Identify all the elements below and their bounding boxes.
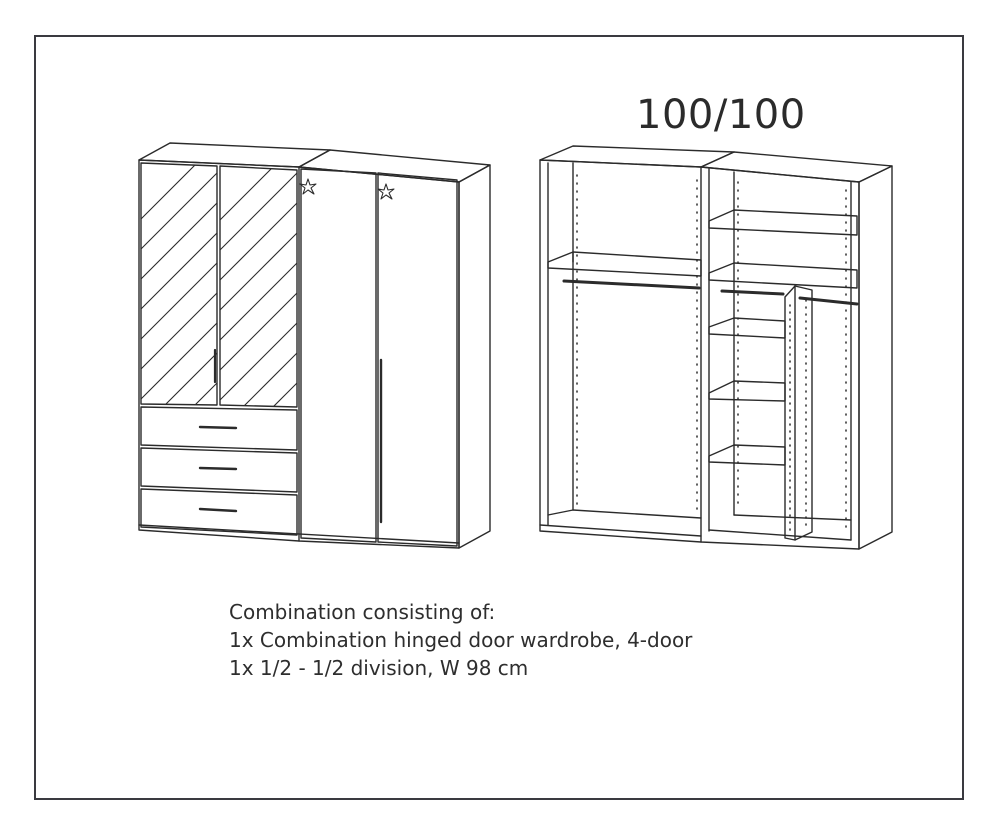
mirror-door-right xyxy=(219,165,298,408)
drawer-2 xyxy=(140,447,298,493)
figure-frame xyxy=(34,35,964,800)
open-shelf-2 xyxy=(708,262,858,289)
peg-holes xyxy=(576,174,847,531)
caption-line: Combination consisting of: xyxy=(229,600,496,624)
star-icon xyxy=(377,183,395,200)
configuration-label: 100/100 xyxy=(636,92,806,138)
caption-line: 1x 1/2 - 1/2 division, W 98 cm xyxy=(229,656,529,680)
caption-line: 1x Combination hinged door wardrobe, 4-d… xyxy=(229,628,693,652)
open-shelf-5 xyxy=(708,444,786,466)
open-wardrobe xyxy=(539,145,893,550)
open-shelf-4 xyxy=(708,380,786,402)
open-shelf-3 xyxy=(708,317,786,339)
hanging-rail-right-a xyxy=(720,289,785,296)
drawer-1 xyxy=(140,406,298,451)
open-left-shelf xyxy=(547,251,702,277)
mirror-door-left xyxy=(140,162,218,406)
drawer-3 xyxy=(140,488,298,536)
closed-wardrobe xyxy=(138,142,491,549)
open-outer-frame xyxy=(539,159,860,550)
caption: Combination consisting of: 1x Combinatio… xyxy=(229,598,692,682)
hanging-rail-right-b xyxy=(798,296,859,306)
closed-top-panel-right xyxy=(298,149,491,183)
hinged-door-left xyxy=(299,168,377,543)
closed-side-panel xyxy=(458,164,491,549)
star-icon xyxy=(299,178,317,195)
hinged-door-right xyxy=(377,172,458,547)
division-panel xyxy=(784,285,813,541)
hanging-rail-left xyxy=(562,279,701,290)
open-shelf-1 xyxy=(708,209,858,236)
open-top-panel-right xyxy=(700,151,893,183)
